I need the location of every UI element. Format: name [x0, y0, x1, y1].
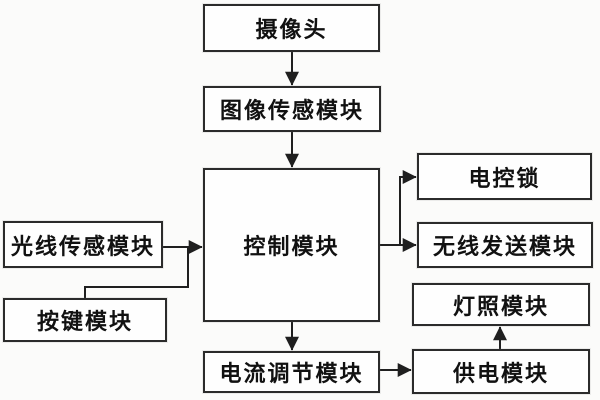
node-camera-label: 摄像头 — [255, 18, 328, 43]
node-power-supply-label: 供电模块 — [452, 361, 549, 387]
node-button-label: 按键模块 — [36, 310, 133, 335]
edge-control-to-electric-lock — [380, 170, 417, 246]
node-image-sensor-label: 图像传感模块 — [219, 99, 364, 124]
node-electric-lock-label: 电控锁 — [468, 166, 541, 192]
node-button: 按键模块 — [3, 298, 167, 342]
node-electric-lock: 电控锁 — [417, 153, 592, 200]
node-lighting-label: 灯照模块 — [452, 294, 549, 320]
node-current-regulator: 电流调节模块 — [203, 351, 380, 393]
node-wireless-transmit: 无线发送模块 — [417, 222, 593, 268]
node-control: 控制模块 — [203, 168, 380, 322]
node-lighting: 灯照模块 — [412, 283, 590, 326]
node-power-supply: 供电模块 — [412, 349, 590, 394]
node-image-sensor: 图像传感模块 — [203, 86, 381, 132]
edge-button-merge-line — [84, 248, 189, 298]
node-wireless-transmit-label: 无线发送模块 — [432, 235, 577, 260]
node-control-label: 控制模块 — [243, 235, 340, 260]
node-light-sensor: 光线传感模块 — [3, 221, 163, 268]
node-light-sensor-label: 光线传感模块 — [10, 234, 155, 260]
node-current-regulator-label: 电流调节模块 — [219, 362, 364, 387]
node-camera: 摄像头 — [203, 4, 380, 52]
